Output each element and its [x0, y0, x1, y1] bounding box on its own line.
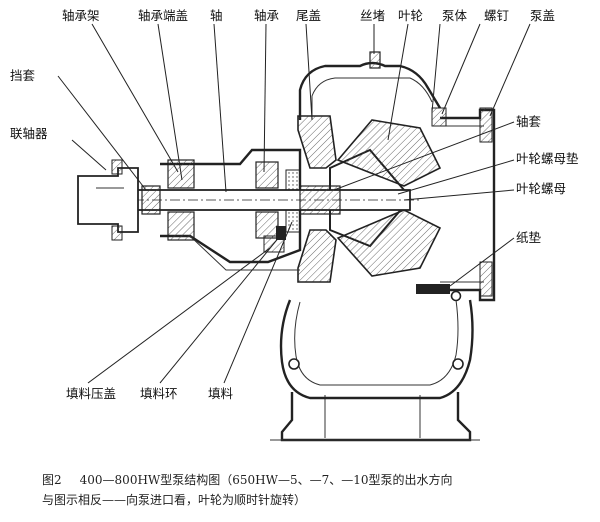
label-bearing-frame: 轴承架 — [62, 8, 100, 23]
caption-text-1: 400—800HW型泵结构图（650HW—5、—7、—10型泵的出水方向 — [79, 473, 453, 487]
bearing-end-cover-lower — [167, 211, 195, 241]
screw-plug-shape — [369, 51, 381, 69]
figure-number: 图2 — [42, 473, 62, 487]
bearing-frame-foot — [189, 235, 300, 271]
coupling-bolt-lower — [111, 225, 123, 241]
casing-bolt-left — [288, 358, 300, 370]
bearing-shape-lower — [255, 211, 279, 239]
caption-line-2: 与图示相反——向泵进口看，叶轮为顺时针旋转） — [42, 493, 307, 507]
coupling-bolt-upper — [111, 159, 123, 175]
paper-gasket-shape — [416, 284, 450, 294]
bearing-shape-upper — [255, 161, 279, 189]
label-impeller-nut: 叶轮螺母 — [516, 181, 566, 196]
bearing-frame-shape — [160, 148, 302, 264]
packing-ring-shape — [276, 226, 286, 240]
impeller-blade-upper — [336, 119, 442, 187]
label-coupling: 联轴器 — [10, 126, 48, 141]
label-packing-gland: 填料压盖 — [66, 386, 116, 401]
label-bearing: 轴承 — [254, 8, 280, 23]
label-shaft-sleeve: 轴套 — [516, 114, 542, 129]
label-tail-cover: 尾盖 — [296, 8, 321, 23]
label-bolt: 螺钉 — [484, 8, 510, 23]
pump-cover-flange-top — [479, 107, 493, 143]
tail-cover-lower — [297, 229, 337, 283]
part-labels: 轴承架 轴承端盖 轴 轴承 尾盖 丝堵 叶轮 泵体 螺钉 泵盖 挡套 联轴器 轴… — [10, 8, 579, 401]
tail-cover-shape — [297, 115, 337, 169]
label-pump-cover: 泵盖 — [530, 8, 555, 23]
coupling-shape — [77, 167, 139, 233]
label-impeller-nut-washer: 叶轮螺母垫 — [516, 151, 579, 166]
leader-lines — [57, 23, 531, 384]
label-shaft: 轴 — [210, 8, 223, 23]
pump-structure-diagram: 轴承架 轴承端盖 轴 轴承 尾盖 丝堵 叶轮 泵体 螺钉 泵盖 挡套 联轴器 轴… — [10, 8, 579, 442]
volute-casing-inner — [294, 77, 459, 386]
pump-cover-flange-bottom — [479, 261, 493, 297]
label-screw-plug: 丝堵 — [360, 8, 385, 23]
figure-caption: 图2 400—800HW型泵结构图（650HW—5、—7、—10型泵的出水方向 与… — [42, 470, 582, 510]
caption-line-1: 图2 400—800HW型泵结构图（650HW—5、—7、—10型泵的出水方向 — [42, 470, 582, 490]
label-pump-body: 泵体 — [442, 8, 468, 23]
impeller-blade-lower — [336, 209, 442, 277]
shaft-sleeve-shape — [299, 185, 341, 215]
label-impeller: 叶轮 — [398, 8, 423, 23]
label-packing: 填料 — [208, 386, 234, 401]
pump-drawing — [77, 51, 496, 442]
label-packing-ring: 填料环 — [140, 386, 178, 401]
label-paper-gasket: 纸垫 — [516, 230, 542, 245]
casing-bolt-lower — [450, 290, 462, 302]
label-bearing-end-cover: 轴承端盖 — [138, 8, 188, 23]
retaining-sleeve-shape — [141, 185, 161, 215]
label-retaining-sleeve: 挡套 — [10, 68, 36, 83]
casing-bolt-right — [452, 358, 464, 370]
